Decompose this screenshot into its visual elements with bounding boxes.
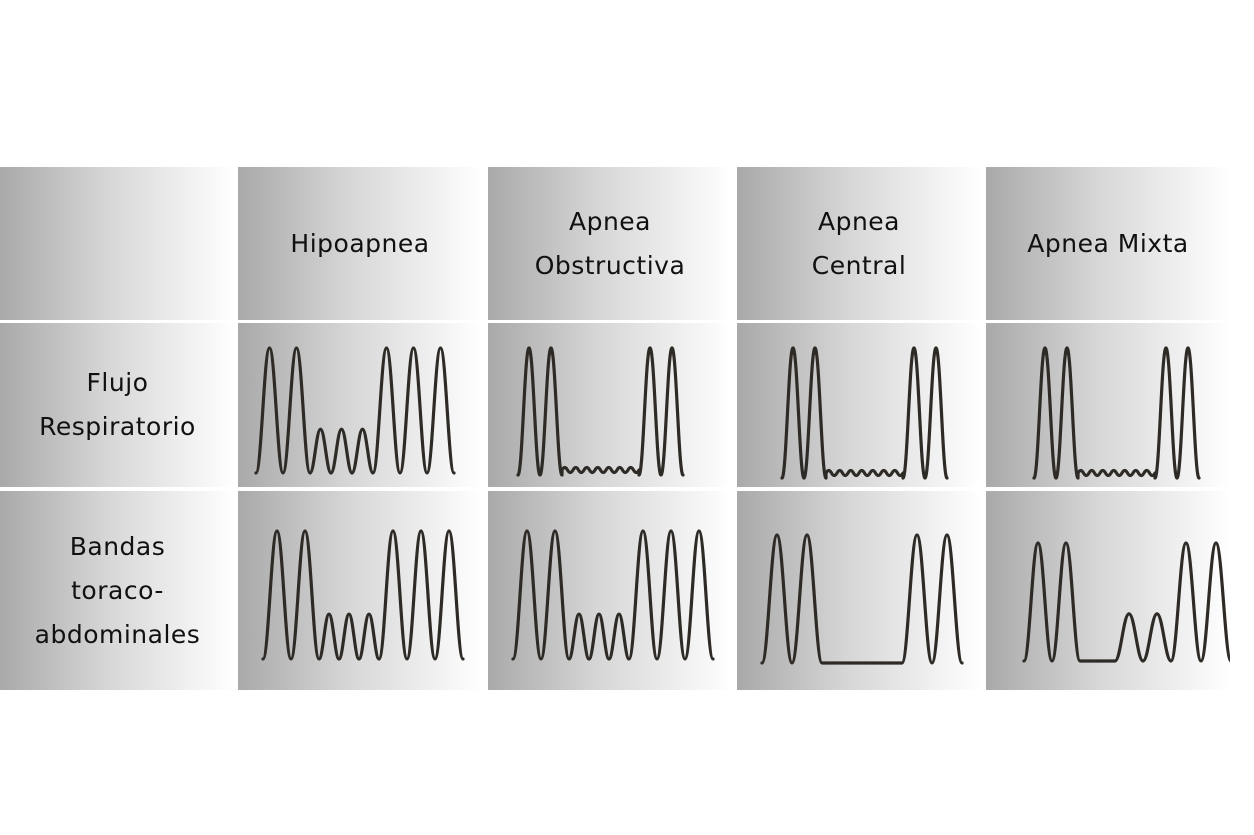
waveform-flow-mixta bbox=[986, 323, 1230, 487]
waveform-graphic bbox=[760, 533, 964, 665]
header-label: Apnea Obstructiva bbox=[534, 206, 686, 280]
waveform-graphic bbox=[511, 529, 715, 661]
waveform-effort-obstructiva bbox=[488, 491, 732, 690]
waveform-trace bbox=[254, 346, 456, 475]
row-label-bandas-toracoabdominales: Bandas toraco- abdominales bbox=[0, 491, 235, 690]
waveform-trace bbox=[760, 533, 964, 665]
waveform-trace bbox=[1032, 346, 1201, 480]
waveform-flow-obstructiva bbox=[488, 323, 732, 487]
header-apnea-obstructiva: Apnea Obstructiva bbox=[488, 167, 732, 320]
corner-header-cell bbox=[0, 167, 235, 320]
header-apnea-central: Apnea Central bbox=[737, 167, 981, 320]
waveform-effort-hipoapnea bbox=[238, 491, 482, 690]
row-label: Bandas toraco- abdominales bbox=[34, 531, 201, 649]
waveform-trace bbox=[261, 529, 465, 661]
header-label: Apnea Central bbox=[811, 206, 907, 280]
waveform-flow-hipoapnea bbox=[238, 323, 482, 487]
waveform-graphic bbox=[254, 346, 456, 475]
waveform-trace bbox=[516, 346, 685, 477]
waveform-trace bbox=[780, 346, 949, 480]
header-label: Hipoapnea bbox=[290, 228, 430, 258]
waveform-trace bbox=[1022, 541, 1230, 663]
header-label: Apnea Mixta bbox=[1027, 228, 1189, 258]
row-label-flujo-respiratorio: Flujo Respiratorio bbox=[0, 323, 235, 487]
waveform-graphic bbox=[780, 346, 949, 480]
header-apnea-mixta: Apnea Mixta bbox=[986, 167, 1230, 320]
waveform-graphic bbox=[1022, 541, 1230, 663]
header-hipoapnea: Hipoapnea bbox=[238, 167, 482, 320]
waveform-flow-central bbox=[737, 323, 981, 487]
row-label: Flujo Respiratorio bbox=[39, 368, 196, 441]
waveform-effort-mixta bbox=[986, 491, 1230, 690]
waveform-graphic bbox=[261, 529, 465, 661]
waveform-effort-central bbox=[737, 491, 981, 690]
waveform-trace bbox=[511, 529, 715, 661]
waveform-graphic bbox=[516, 346, 685, 477]
waveform-graphic bbox=[1032, 346, 1201, 480]
